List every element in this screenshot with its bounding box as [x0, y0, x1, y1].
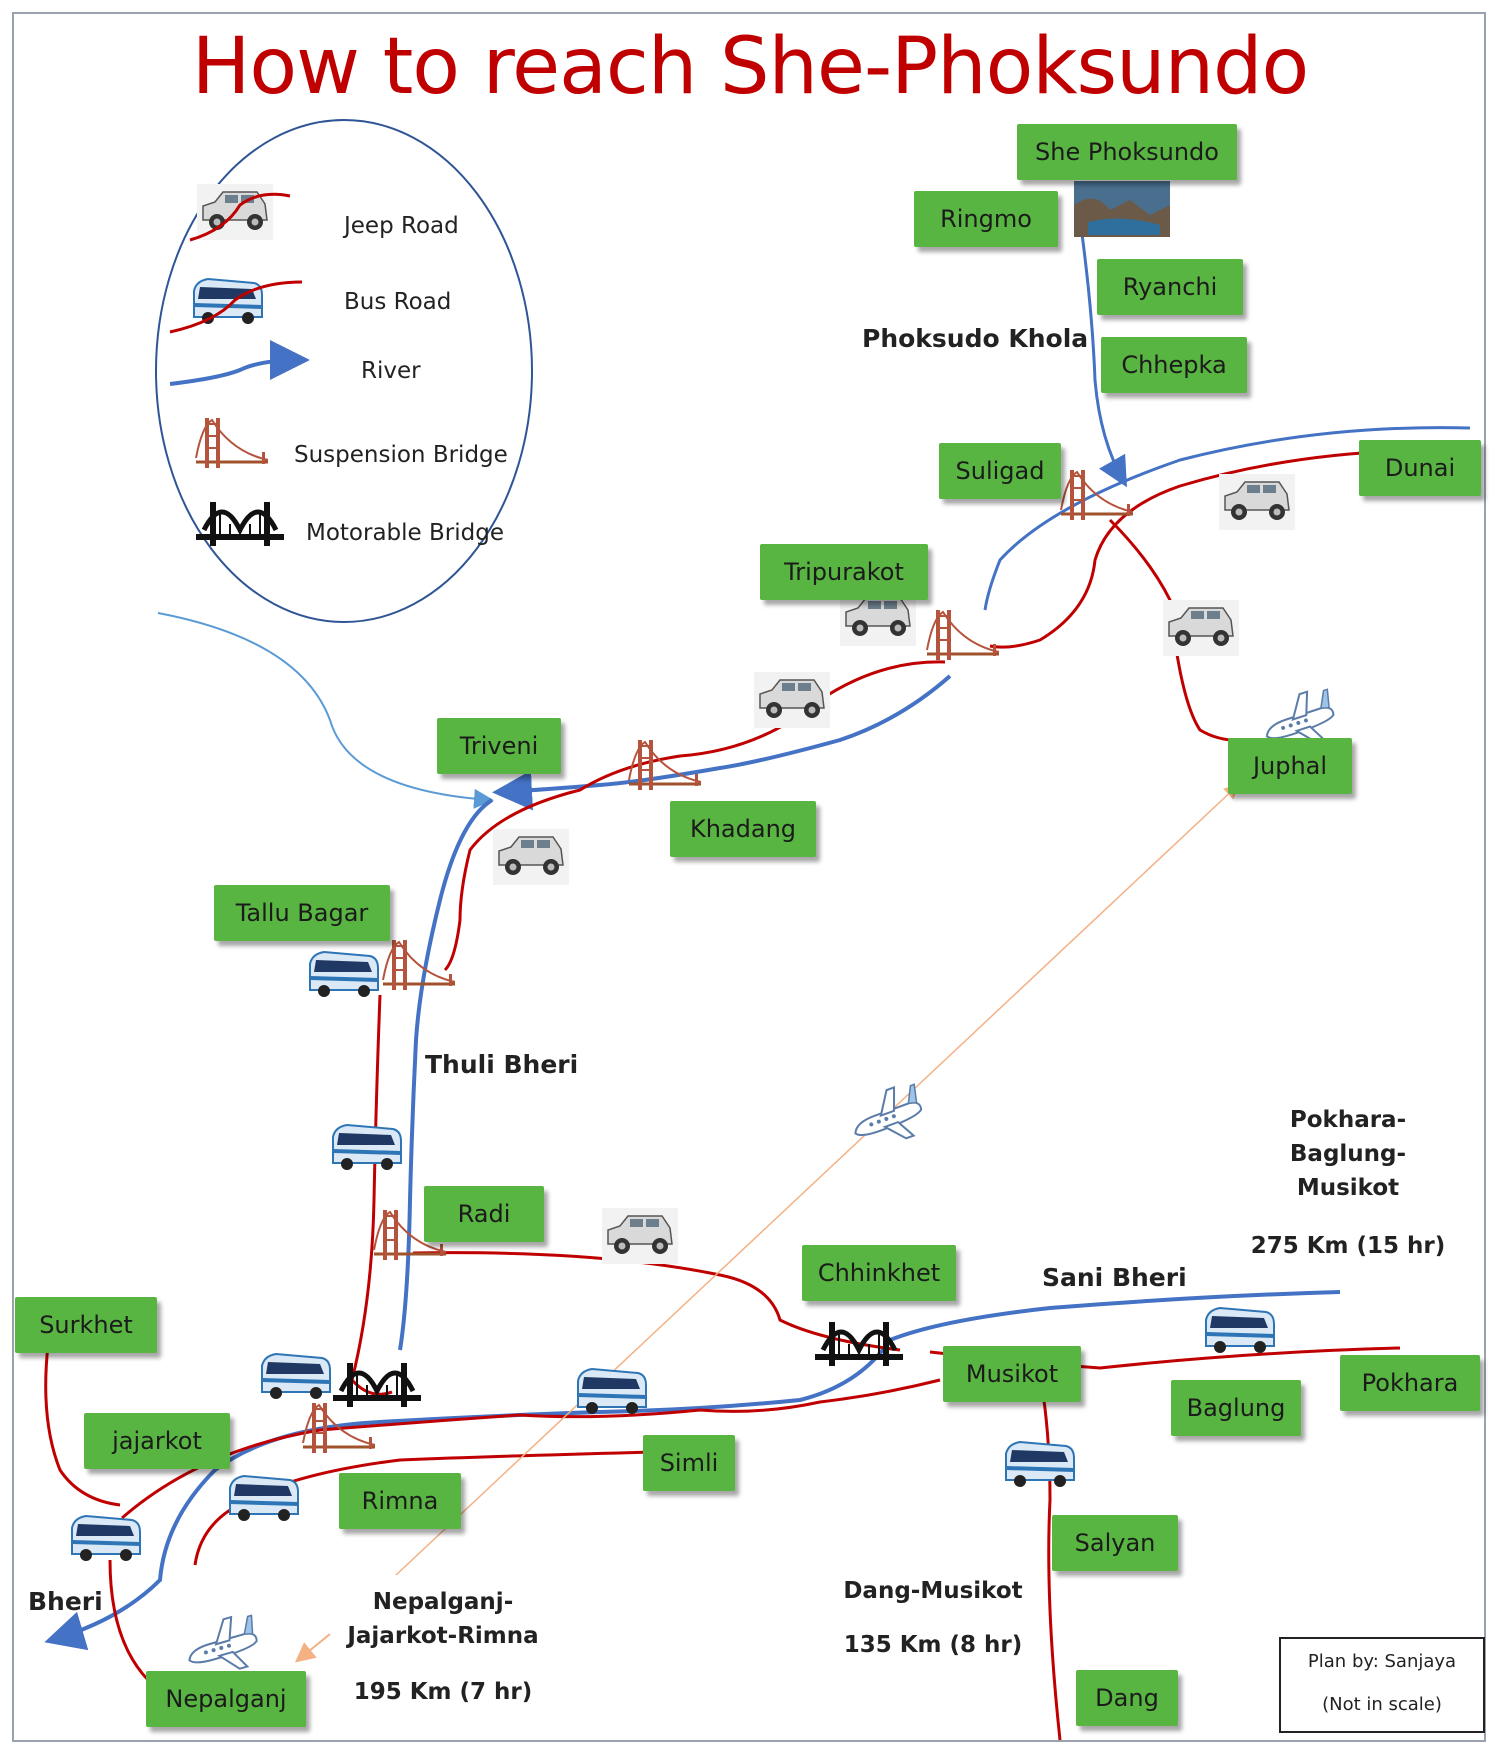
credit-box: Plan by: Sanjaya (Not in scale) [1279, 1637, 1485, 1733]
legend-river-label: River [361, 358, 421, 384]
rimna-bus-icon [228, 1474, 300, 1523]
juphal-jeep-road [1108, 518, 1246, 742]
salyan-bus-icon [1004, 1440, 1076, 1489]
credit-scale-note: (Not in scale) [1322, 1694, 1442, 1715]
musikot-dang-bus-road [1038, 1374, 1062, 1741]
lake-photo-icon [1074, 181, 1170, 237]
musikot-jajarkot-bus-road [121, 1378, 941, 1520]
credit-author: Plan by: Sanjaya [1307, 1651, 1457, 1672]
route-note-pokhara: Pokhara- Baglung- Musikot 275 Km (15 hr) [1236, 1103, 1460, 1263]
tallu-bagar-bus-road [350, 994, 393, 1396]
place-jajarkot: jajarkot [84, 1413, 230, 1469]
map-frame [12, 12, 1486, 1742]
tallu-bagar-bus-icon [308, 950, 380, 999]
khadang-suspension-bridge-icon [627, 738, 703, 792]
place-musikot: Musikot [943, 1346, 1081, 1402]
jajarkot-motorable-bridge-icon [333, 1363, 421, 1407]
upper-river-to-triveni [492, 674, 952, 811]
nepalganj-juphal-flight-line [395, 783, 1240, 1576]
khadang-jeep-icon [753, 671, 831, 729]
place-chhinkhet: Chhinkhet [802, 1245, 956, 1301]
thuli-bheri-bus-icon [331, 1123, 403, 1172]
flight-airplane-icon [844, 1079, 932, 1156]
sani-bheri-river [44, 1290, 1341, 1651]
route-name-pokhara: Pokhara- Baglung- Musikot [1289, 1107, 1407, 1201]
river-label-sani-bheri: Sani Bheri [1042, 1263, 1187, 1292]
triveni-jeep-icon [492, 828, 570, 886]
place-juphal: Juphal [1228, 738, 1352, 794]
suligad-river-upper [983, 426, 1471, 611]
place-simli: Simli [643, 1435, 735, 1491]
surkhet-bus-road [44, 1344, 121, 1507]
juphal-jeep-icon [1162, 599, 1240, 657]
legend-pointer-line [157, 612, 494, 809]
simli-jeep-road [193, 1450, 655, 1566]
route-name-dang: Dang-Musikot [843, 1578, 1023, 1604]
place-dunai: Dunai [1359, 440, 1481, 496]
place-khadang: Khadang [670, 801, 816, 857]
baglung-bus-icon [1204, 1306, 1276, 1355]
river-label-phoksudo-khola: Phoksudo Khola [862, 324, 1089, 353]
dunai-jeep-road [989, 448, 1441, 649]
legend-motorable-bridge-icon [196, 502, 284, 546]
route-name-nepalganj: Nepalganj- Jajarkot-Rimna [347, 1589, 539, 1649]
map-title: How to reach She-Phoksundo [191, 22, 1310, 112]
place-rimna: Rimna [339, 1473, 461, 1529]
route-distance-nepalganj: 195 Km (7 hr) [353, 1679, 533, 1705]
dunai-jeep-icon [1218, 473, 1296, 531]
place-tripurakot: Tripurakot [760, 544, 928, 600]
route-distance-pokhara: 275 Km (15 hr) [1250, 1233, 1446, 1259]
jajarkot-bus-icon [260, 1352, 332, 1401]
thuli-bheri-river [398, 798, 494, 1351]
place-suligad: Suligad [939, 443, 1061, 499]
route-note-dang: Dang-Musikot 135 Km (8 hr) [822, 1574, 1044, 1662]
nepalganj-bus-road [108, 1559, 150, 1682]
tripurakot-suspension-bridge-icon [925, 608, 1001, 662]
phoksundo-khola-river [1075, 197, 1127, 488]
route-distance-dang: 135 Km (8 hr) [843, 1632, 1023, 1658]
legend-ellipse [155, 119, 533, 623]
place-dang: Dang [1076, 1670, 1178, 1726]
legend-suspension-bridge-label: Suspension Bridge [294, 442, 508, 468]
river-label-thuli-bheri: Thuli Bheri [425, 1050, 579, 1079]
legend-bus-road-line [169, 280, 303, 334]
route-note-nepalganj: Nepalganj- Jajarkot-Rimna 195 Km (7 hr) [330, 1585, 556, 1709]
place-tallu-bagar: Tallu Bagar [214, 885, 390, 941]
legend-jeep-road-label: Jeep Road [344, 213, 459, 239]
place-pokhara: Pokhara [1340, 1355, 1480, 1411]
place-surkhet: Surkhet [15, 1297, 157, 1353]
legend-motorable-bridge-label: Motorable Bridge [306, 520, 504, 546]
place-chhepka: Chhepka [1101, 337, 1247, 393]
place-radi: Radi [424, 1186, 544, 1242]
place-salyan: Salyan [1052, 1515, 1178, 1571]
place-she-phoksundo: She Phoksundo [1017, 124, 1237, 180]
legend-bus-icon [192, 277, 264, 326]
nepalganj-flight-arrow [294, 1633, 331, 1663]
bheri-bus-icon [70, 1514, 142, 1563]
river-label-bheri: Bheri [28, 1587, 103, 1616]
place-ryanchi: Ryanchi [1097, 259, 1243, 315]
legend-bus-road-label: Bus Road [344, 289, 452, 315]
place-triveni: Triveni [437, 718, 561, 774]
radi-jeep-icon [601, 1207, 679, 1265]
legend-jeep-road-line [189, 192, 291, 242]
place-nepalganj: Nepalganj [146, 1671, 306, 1727]
place-baglung: Baglung [1171, 1380, 1301, 1436]
simli-bus-icon [576, 1367, 648, 1416]
legend-suspension-bridge-icon [194, 416, 270, 470]
legend-river-arrow [169, 340, 310, 386]
tallu-bagar-suspension-bridge-icon [381, 938, 457, 992]
radi-chhinkhet-jeep-road [412, 1251, 901, 1352]
place-ringmo: Ringmo [914, 191, 1058, 247]
